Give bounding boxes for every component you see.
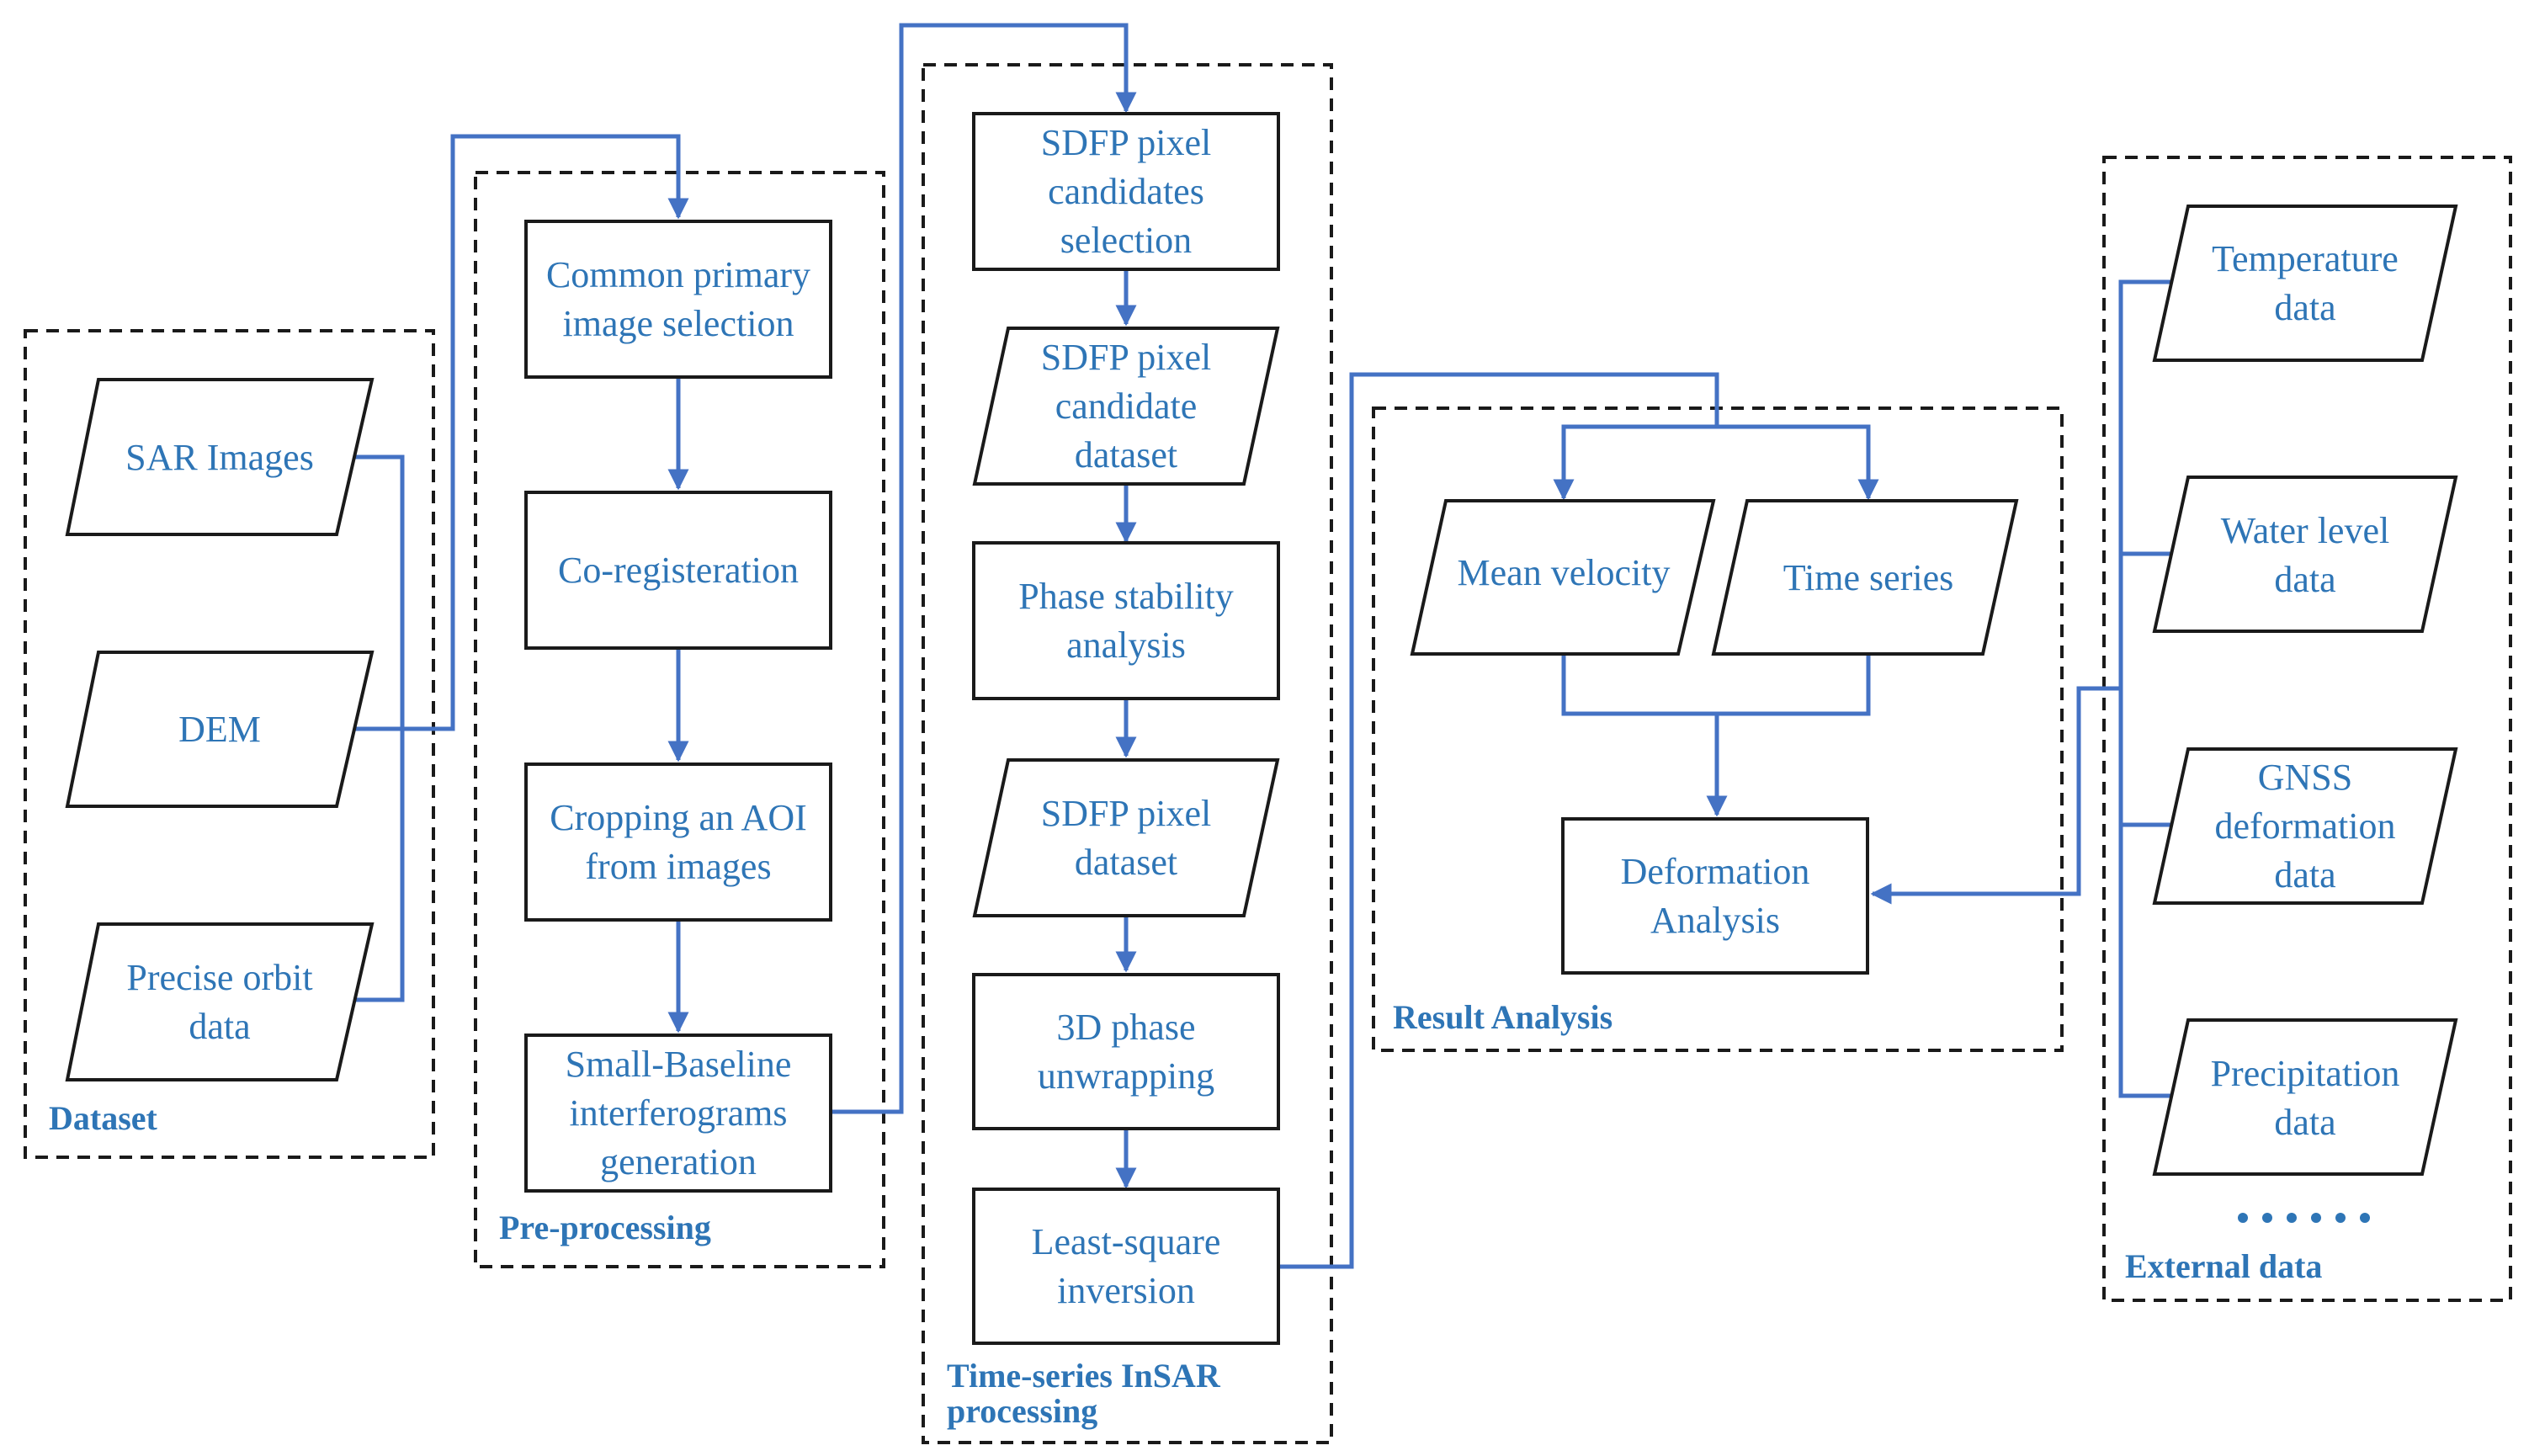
label-line: Cropping an AOI xyxy=(550,797,807,838)
precipitation-node xyxy=(2152,1018,2458,1176)
sdfp-candidate-dataset-node xyxy=(972,327,1280,486)
label-line: data xyxy=(2274,854,2335,895)
precise-orbit-node xyxy=(65,922,375,1081)
label-line: data xyxy=(2274,287,2335,328)
more-indicator-dots xyxy=(2238,1213,2370,1223)
label-line: DEM xyxy=(178,709,261,750)
label-line: data xyxy=(2274,1102,2335,1143)
least-square-node xyxy=(972,1188,1280,1345)
connectors xyxy=(352,23,2173,1269)
small-baseline-node xyxy=(524,1034,832,1193)
label-line: inversion xyxy=(1057,1270,1195,1311)
sdfp-selection-node xyxy=(972,112,1280,271)
label-line: Precise orbit xyxy=(126,957,312,998)
label-line: GNSS xyxy=(2258,757,2353,798)
cropping-node xyxy=(524,763,832,922)
gnss-node xyxy=(2152,747,2458,905)
time-series-node xyxy=(1711,499,2019,656)
water-level-label: Water level data xyxy=(2221,510,2389,600)
label-line: Phase stability xyxy=(1018,576,1233,617)
label-line: SDFP pixel xyxy=(1041,337,1212,378)
label-line: deformation xyxy=(2214,805,2395,847)
coregistration-node xyxy=(524,491,832,650)
label-line: Small-Baseline xyxy=(566,1044,792,1085)
result-analysis-group-label: Result Analysis xyxy=(1393,998,1613,1036)
sdfp-selection-label: SDFP pixel candidates selection xyxy=(1041,122,1212,261)
mean-velocity-label: Mean velocity xyxy=(1458,552,1671,593)
external-data-group xyxy=(2102,156,2512,1302)
preprocessing-group xyxy=(474,171,885,1268)
label-line: Least-square xyxy=(1032,1221,1221,1262)
tsinsar-group-label-line2: processing xyxy=(947,1392,1097,1430)
dataset-group-label: Dataset xyxy=(49,1099,158,1137)
label-line: candidate xyxy=(1055,385,1198,427)
unwrapping-label: 3D phase unwrapping xyxy=(1038,1007,1214,1097)
deformation-node xyxy=(1561,817,1869,975)
phase-stability-node xyxy=(972,541,1280,700)
least-square-label: Least-square inversion xyxy=(1032,1221,1221,1311)
sar-images-label: SAR Images xyxy=(125,437,314,478)
gnss-label: GNSS deformation data xyxy=(2214,757,2395,895)
label-line: generation xyxy=(600,1141,757,1182)
water-level-node xyxy=(2152,476,2458,633)
small-baseline-label: Small-Baseline interferograms generation xyxy=(566,1044,792,1182)
label-line: dataset xyxy=(1075,842,1177,883)
sar-images-node xyxy=(65,378,375,536)
label-line: dataset xyxy=(1075,434,1177,476)
sdfp-candidate-dataset-label: SDFP pixel candidate dataset xyxy=(1041,337,1212,476)
label-line: from images xyxy=(585,846,771,887)
label-line: data xyxy=(189,1006,250,1047)
cropping-label: Cropping an AOI from images xyxy=(550,797,807,887)
label-line: Temperature xyxy=(2212,238,2399,279)
preprocessing-group-label: Pre-processing xyxy=(499,1209,711,1246)
dem-label: DEM xyxy=(178,709,261,750)
label-line: SDFP pixel xyxy=(1041,122,1212,163)
label-line: SDFP pixel xyxy=(1041,793,1212,834)
label-line: interferograms xyxy=(570,1092,788,1134)
temperature-label: Temperature data xyxy=(2212,238,2399,328)
tsinsar-group-label-line1: Time-series InSAR xyxy=(947,1357,1221,1395)
common-primary-label: Common primary image selection xyxy=(546,254,810,344)
label-line: data xyxy=(2274,559,2335,600)
label-line: Analysis xyxy=(1650,900,1780,941)
time-series-label: Time series xyxy=(1783,557,1954,598)
coregistration-label: Co-registeration xyxy=(558,550,799,591)
label-line: Co-registeration xyxy=(558,550,799,591)
sdfp-dataset-label: SDFP pixel dataset xyxy=(1041,793,1212,883)
label-line: SAR Images xyxy=(125,437,314,478)
external-data-group-label: External data xyxy=(2125,1247,2322,1285)
mean-velocity-node xyxy=(1410,499,1716,656)
label-line: Water level xyxy=(2221,510,2389,551)
sdfp-dataset-node xyxy=(972,758,1280,917)
dem-node xyxy=(65,651,375,808)
phase-stability-label: Phase stability analysis xyxy=(1018,576,1233,666)
label-line: Deformation xyxy=(1621,851,1810,892)
common-primary-node xyxy=(524,220,832,379)
unwrapping-node xyxy=(972,973,1280,1130)
precise-orbit-label: Precise orbit data xyxy=(126,957,312,1047)
label-line: Common primary xyxy=(546,254,810,295)
label-line: unwrapping xyxy=(1038,1055,1214,1097)
label-line: Time series xyxy=(1783,557,1954,598)
label-line: 3D phase xyxy=(1057,1007,1196,1048)
label-line: selection xyxy=(1060,220,1192,261)
precipitation-label: Precipitation data xyxy=(2211,1053,2400,1143)
label-line: image selection xyxy=(563,303,794,344)
temperature-node xyxy=(2152,205,2458,362)
label-line: Mean velocity xyxy=(1458,552,1671,593)
tsinsar-group xyxy=(922,63,1333,1444)
label-line: candidates xyxy=(1048,171,1204,212)
label-line: analysis xyxy=(1066,624,1186,666)
label-line: Precipitation xyxy=(2211,1053,2400,1094)
dataset-group xyxy=(24,329,435,1159)
